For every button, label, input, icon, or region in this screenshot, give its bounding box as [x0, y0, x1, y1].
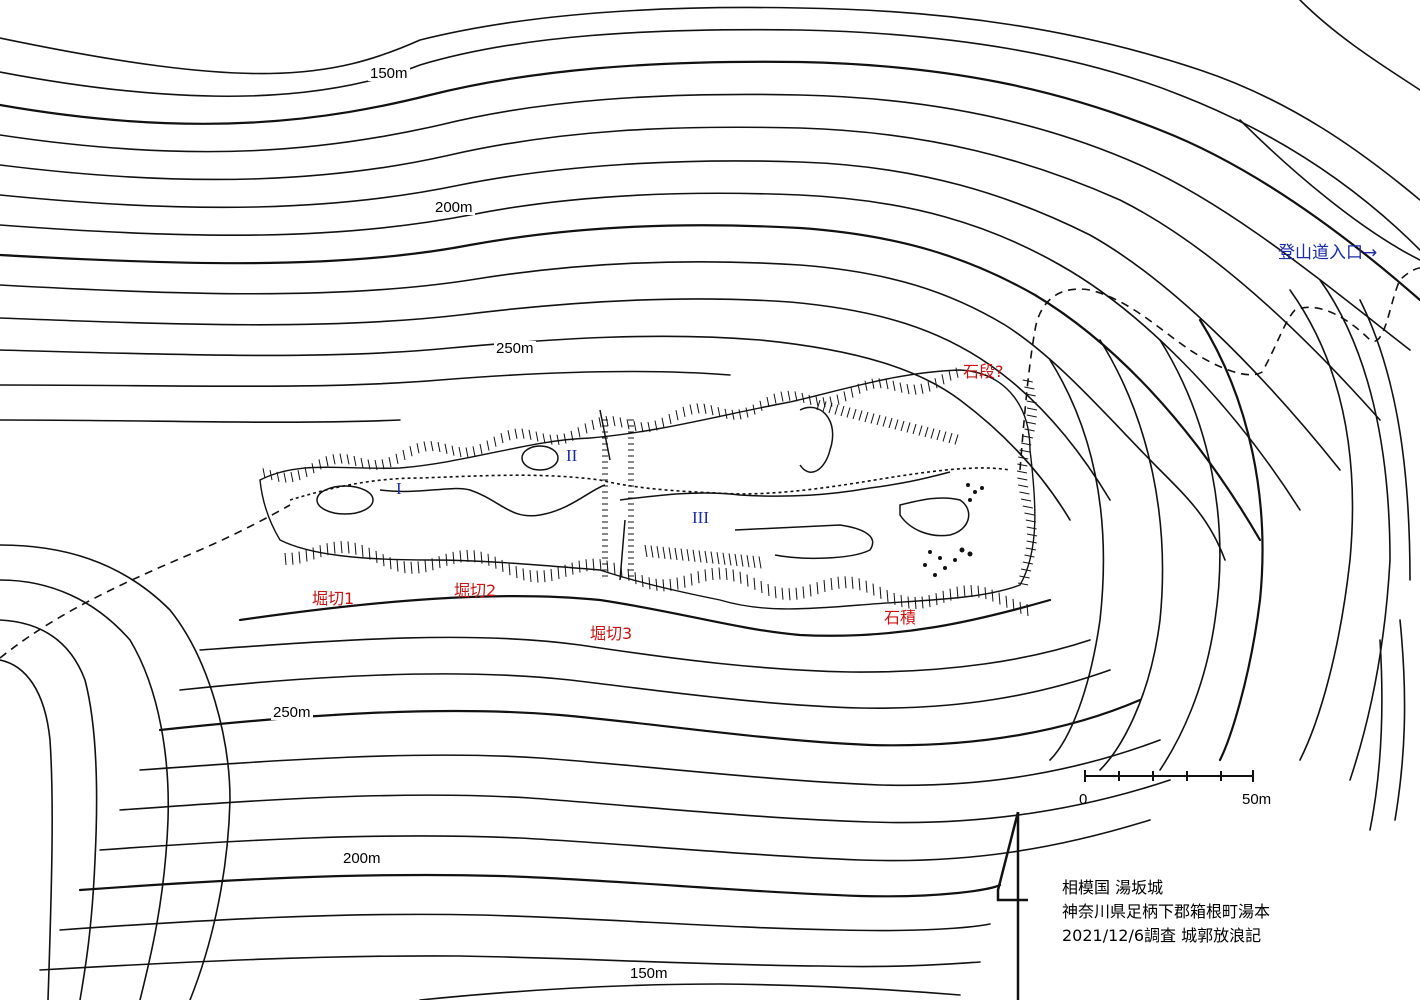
- hiking-trails: [0, 267, 1420, 659]
- contour-label-south-250: 250m: [271, 704, 313, 721]
- ridge-path: [289, 467, 1011, 501]
- moat-3-label: 堀切3: [590, 624, 633, 643]
- scale-bar: [1084, 770, 1254, 782]
- map-location: 神奈川県足柄下郡箱根町湯本: [1062, 902, 1271, 921]
- moat-1-label: 堀切1: [312, 589, 355, 608]
- map-survey-credit: 2021/12/6調査 城郭放浪記: [1062, 926, 1262, 945]
- scale-end-label: 50m: [1242, 791, 1272, 808]
- contour-label-north-250: 250m: [494, 340, 536, 357]
- stone-wall-label: 石積: [884, 608, 917, 627]
- moat-2-label: 堀切2: [454, 581, 497, 600]
- scale-start-label: 0: [1079, 791, 1088, 808]
- trailhead-label: 登山道入口→: [1278, 243, 1378, 263]
- north-arrow-icon: [996, 811, 1028, 1000]
- stone-pile-marks: [923, 483, 984, 577]
- enclosure-1-label: I: [396, 479, 402, 498]
- enclosure-2-label: II: [566, 446, 578, 465]
- contour-label-north-200: 200m: [433, 199, 475, 216]
- map-info-block: 相模国 湯坂城 神奈川県足柄下郡箱根町湯本 2021/12/6調査 城郭放浪記: [1062, 876, 1270, 948]
- contour-label-south-200: 200m: [341, 850, 383, 867]
- castle-earthworks: [259, 367, 1038, 617]
- stone-steps-label: 石段?: [963, 362, 1004, 381]
- map-title: 相模国 湯坂城: [1062, 878, 1164, 897]
- enclosure-3-label: III: [692, 508, 709, 527]
- contour-label-north-150: 150m: [368, 65, 410, 82]
- hachure-marks: [262, 367, 1038, 617]
- contour-label-south-150: 150m: [628, 965, 670, 982]
- enclosure-outlines: [316, 406, 970, 581]
